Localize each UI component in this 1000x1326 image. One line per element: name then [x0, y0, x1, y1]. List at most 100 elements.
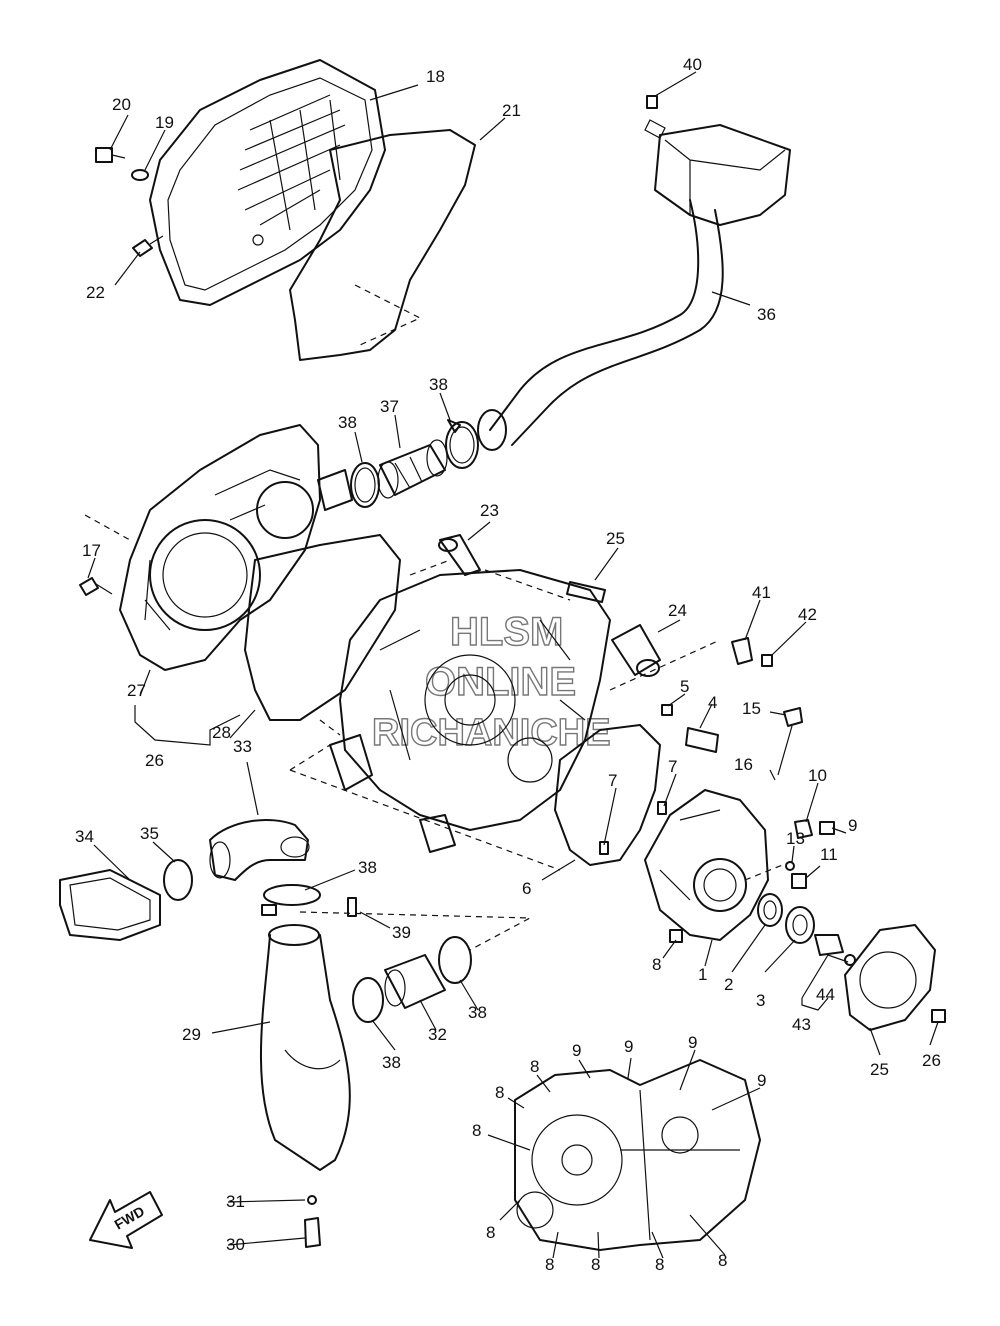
- callout-9-side: 9: [848, 816, 857, 835]
- callout-18: 27: [127, 681, 146, 700]
- forward-arrow-icon: FWD: [89, 1191, 163, 1249]
- callout-25: 22: [86, 283, 105, 302]
- callout-2: 2: [724, 975, 733, 994]
- callout-34: 35: [140, 824, 159, 843]
- callout-39: 39: [392, 923, 411, 942]
- part-7-dowels: [599, 801, 667, 855]
- callout-38-upper-left: 38: [338, 413, 357, 432]
- part-38-clamp-upper-left: [350, 462, 380, 508]
- part-38-clamp-lower-right: [438, 936, 472, 984]
- callout-37: 37: [380, 397, 399, 416]
- callout-20: 17: [82, 541, 101, 560]
- part-25-bolt: [132, 235, 164, 257]
- part-42-bolt: [761, 654, 773, 667]
- watermark-line-1: HLSM: [450, 610, 563, 654]
- part-5-screw: [661, 704, 673, 716]
- callout-4: 4: [708, 693, 717, 712]
- part-11-plug: [791, 873, 807, 889]
- callout-19: 28: [212, 723, 231, 742]
- part-6-gasket: [554, 724, 661, 866]
- part-26-breather-lower: [611, 624, 661, 677]
- part-38-clamp-lower-left: [352, 977, 384, 1023]
- callout-8-bottom-7: 8: [591, 1255, 600, 1274]
- part-13-dipstick: [777, 707, 803, 776]
- part-22-oring: [131, 169, 149, 181]
- part-44-oring: [844, 954, 856, 966]
- callout-16: 26: [922, 1051, 941, 1070]
- callout-9-bottom-3: 9: [688, 1033, 697, 1052]
- callout-33: 34: [75, 827, 94, 846]
- part-21-outer-cover: [149, 59, 386, 306]
- callout-44: 44: [816, 985, 835, 1004]
- callout-9-bottom-4: 9: [757, 1071, 766, 1090]
- part-43-collar: [814, 934, 844, 956]
- callout-1: 1: [698, 965, 707, 984]
- callout-labels: 18 20 19 21 22 40 36 38 37 38 23 25 17 4…: [75, 55, 941, 1274]
- callout-38-upper-right: 38: [429, 375, 448, 394]
- crankcase-bolt-layout: [514, 1059, 761, 1251]
- part-24-gasket: [289, 129, 476, 361]
- callout-27: 25: [606, 529, 625, 548]
- callout-31: 32: [428, 1025, 447, 1044]
- part-9-bolt-side: [819, 821, 835, 835]
- watermark: HLSM ONLINE RICHANICHE: [371, 609, 611, 754]
- part-34-clamp: [163, 859, 193, 901]
- callout-5: 5: [680, 677, 689, 696]
- part-18-crankcase-cover: [119, 424, 353, 671]
- part-3-bearing: [785, 906, 815, 944]
- callout-11: 11: [820, 845, 838, 864]
- callout-24: 21: [502, 101, 521, 120]
- part-20-bolt: [79, 577, 113, 596]
- callout-15: 25: [870, 1060, 889, 1079]
- callout-21: 18: [426, 67, 445, 86]
- callout-26-lower: 24: [668, 601, 687, 620]
- callout-38-lower-left: 38: [382, 1053, 401, 1072]
- part-28-pipe: [260, 924, 351, 1171]
- callout-22: 19: [155, 113, 174, 132]
- part-35-clamp: [261, 884, 321, 916]
- duct-end-ring: [477, 409, 507, 451]
- part-29-tag: [304, 1217, 321, 1248]
- callout-8-bottom-3: 8: [472, 1121, 481, 1140]
- part-38-clamp-upper-right: [445, 419, 479, 469]
- callout-8-bottom-6: 8: [545, 1255, 554, 1274]
- part-36-air-duct: [489, 119, 791, 446]
- part-4-bracket: [685, 727, 719, 753]
- part-31-joint: [384, 954, 446, 1009]
- callout-41: 41: [752, 583, 771, 602]
- callout-8-cover: 8: [652, 955, 661, 974]
- crankcase-main: [329, 569, 611, 853]
- callout-8-bottom-2: 8: [495, 1083, 504, 1102]
- part-39-screw: [347, 897, 357, 917]
- callout-8-bottom-8: 8: [655, 1255, 664, 1274]
- callout-13: 15: [742, 699, 761, 718]
- part-23-plug: [95, 147, 126, 163]
- callout-7-lower: 7: [608, 771, 617, 790]
- callout-36: 36: [757, 305, 776, 324]
- callout-40: 40: [683, 55, 702, 74]
- part-33-air-inlet: [59, 869, 161, 941]
- callout-3: 3: [756, 991, 765, 1010]
- callout-12: 13: [786, 829, 805, 848]
- part-16-bolt: [931, 1009, 946, 1023]
- watermark-line-3: RICHANICHE: [372, 712, 611, 754]
- leader-lines: [87, 71, 939, 1259]
- part-26-breather-upper: [438, 534, 481, 576]
- callout-26-upper: 23: [480, 501, 499, 520]
- part-41-clip: [731, 637, 753, 665]
- callout-42: 42: [798, 605, 817, 624]
- callout-9-bottom-1: 9: [572, 1041, 581, 1060]
- callout-8-bottom-4: 8: [486, 1223, 495, 1242]
- callout-38-lower-right: 38: [468, 1003, 487, 1022]
- callout-9-bottom-2: 9: [624, 1037, 633, 1056]
- callout-43: 43: [792, 1015, 811, 1034]
- part-27-dowel: [566, 581, 606, 603]
- callout-23: 20: [112, 95, 131, 114]
- callout-8-bottom-5: 8: [718, 1251, 727, 1270]
- callout-14: 16: [734, 755, 753, 774]
- part-1-crankcase-cover: [644, 789, 769, 941]
- callout-7-upper: 7: [668, 757, 677, 776]
- part-30-clip: [307, 1195, 317, 1205]
- part-2-oil-seal: [757, 893, 783, 927]
